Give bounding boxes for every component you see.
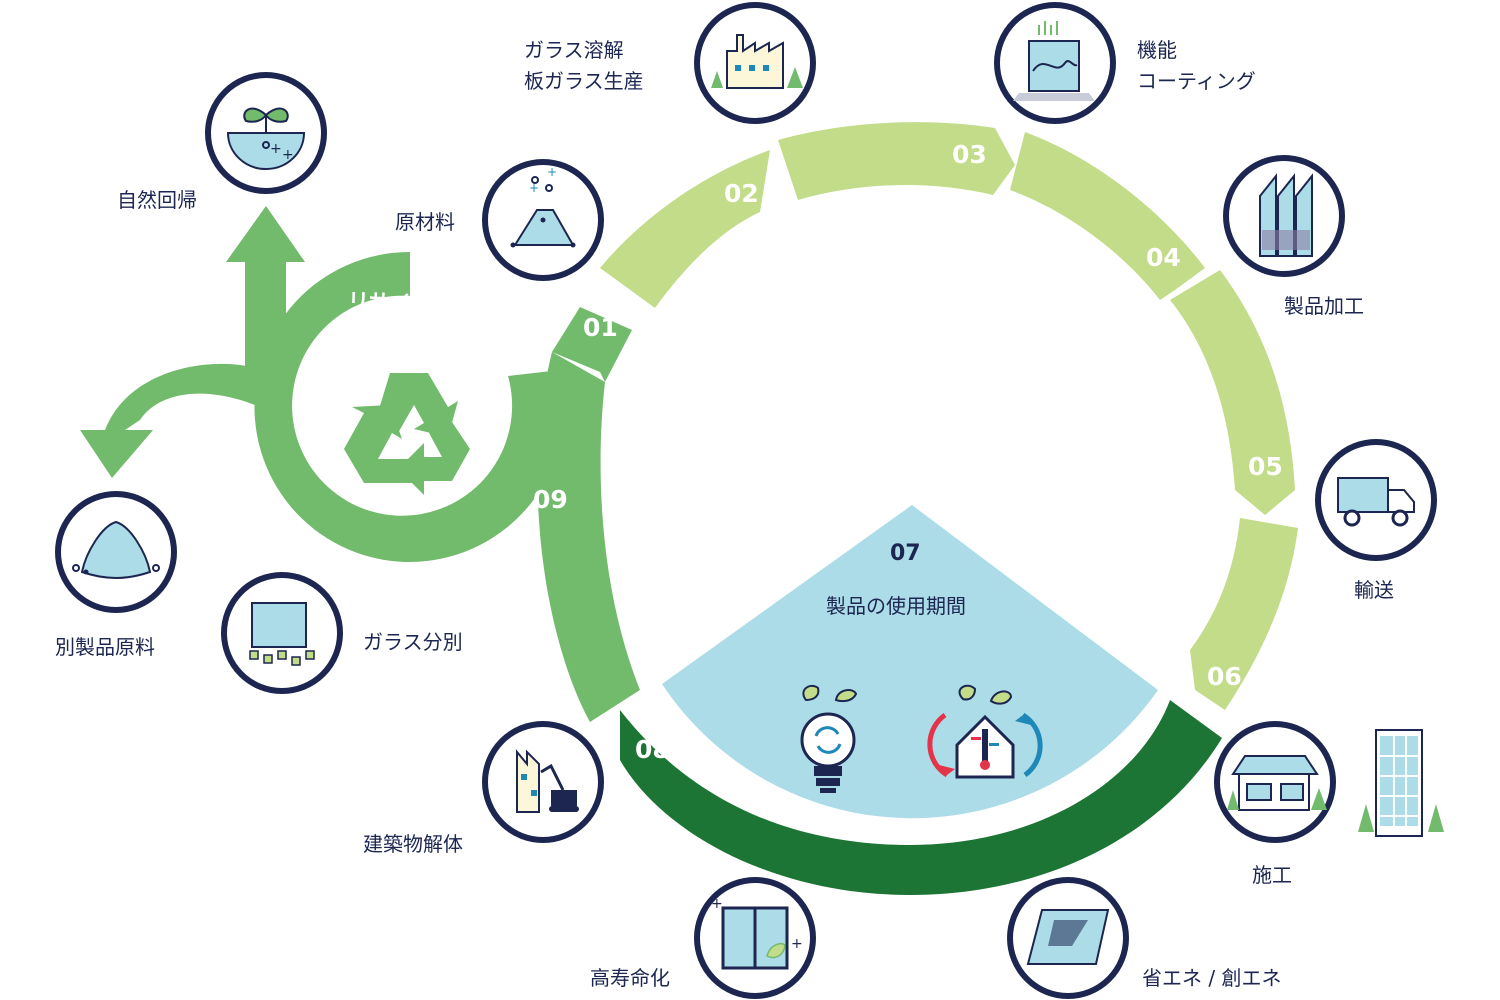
demolition-icon <box>482 721 604 843</box>
arc-06 <box>1190 518 1298 710</box>
building-icon <box>1358 729 1444 837</box>
arc-03 <box>778 122 1015 200</box>
other-material-label: 別製品原料 <box>55 635 155 659</box>
window-icon: + + <box>694 877 816 999</box>
glass-lump-icon <box>55 491 177 613</box>
step-04-number: 04 <box>1146 243 1181 272</box>
arc-08 <box>620 700 1222 895</box>
glass-panels-icon <box>1223 155 1345 277</box>
svg-text:+: + <box>529 181 539 195</box>
long-life-label: 高寿命化 <box>590 966 670 990</box>
step-01-label: 原材料 <box>395 210 455 234</box>
arc-02 <box>600 150 770 308</box>
solar-panel-icon <box>1007 877 1129 999</box>
step-08-label: 建築物解体 <box>363 832 463 856</box>
step-02-label-line2: 板ガラス生産 <box>524 69 644 93</box>
step-08-number: 08 <box>635 735 670 764</box>
step-09-number: 09 <box>533 485 568 514</box>
step-02-label-line1: ガラス溶解 <box>524 38 624 62</box>
sprout-icon: + + <box>205 72 327 194</box>
step-05-number: 05 <box>1248 452 1283 481</box>
step-07-label: 製品の使用期間 <box>826 594 966 618</box>
arc-05 <box>1170 270 1295 515</box>
lifecycle-arc <box>600 122 1298 710</box>
step-04-label: 製品加工 <box>1284 294 1364 318</box>
step-03-label-line1: 機能 <box>1137 38 1177 62</box>
nature-label: 自然回帰 <box>117 188 197 212</box>
step-05-label: 輸送 <box>1354 578 1394 602</box>
svg-text:+: + <box>711 896 723 912</box>
svg-text:+: + <box>282 147 294 163</box>
step-03-label-line2: コーティング <box>1137 69 1256 93</box>
recycle-loop <box>80 206 640 722</box>
eco-house-icon <box>927 684 1043 779</box>
step-03-number: 03 <box>952 140 987 169</box>
step-09-label: ガラス分別 <box>363 630 463 654</box>
arc-04 <box>1010 132 1205 300</box>
energy-label: 省エネ / 創エネ <box>1142 966 1281 990</box>
svg-text:+: + <box>547 165 557 179</box>
step-07-number: 07 <box>890 541 921 566</box>
step-06-number: 06 <box>1207 662 1242 691</box>
recycle-label: リサイクル <box>348 289 453 317</box>
house-icon <box>1214 721 1336 843</box>
svg-text:+: + <box>270 141 282 157</box>
svg-text:+: + <box>791 936 803 952</box>
usage-period-wedge <box>662 505 1158 819</box>
step-06-label: 施工 <box>1252 863 1292 887</box>
coating-icon <box>994 2 1116 124</box>
glass-sort-icon <box>221 572 343 694</box>
raw-material-icon: + + <box>482 159 604 281</box>
step-01-number: 01 <box>583 313 618 342</box>
factory-icon <box>694 2 816 124</box>
truck-icon <box>1315 439 1437 561</box>
step-02-number: 02 <box>724 179 759 208</box>
lightbulb-icon <box>800 684 858 793</box>
recycle-icon <box>344 373 470 495</box>
